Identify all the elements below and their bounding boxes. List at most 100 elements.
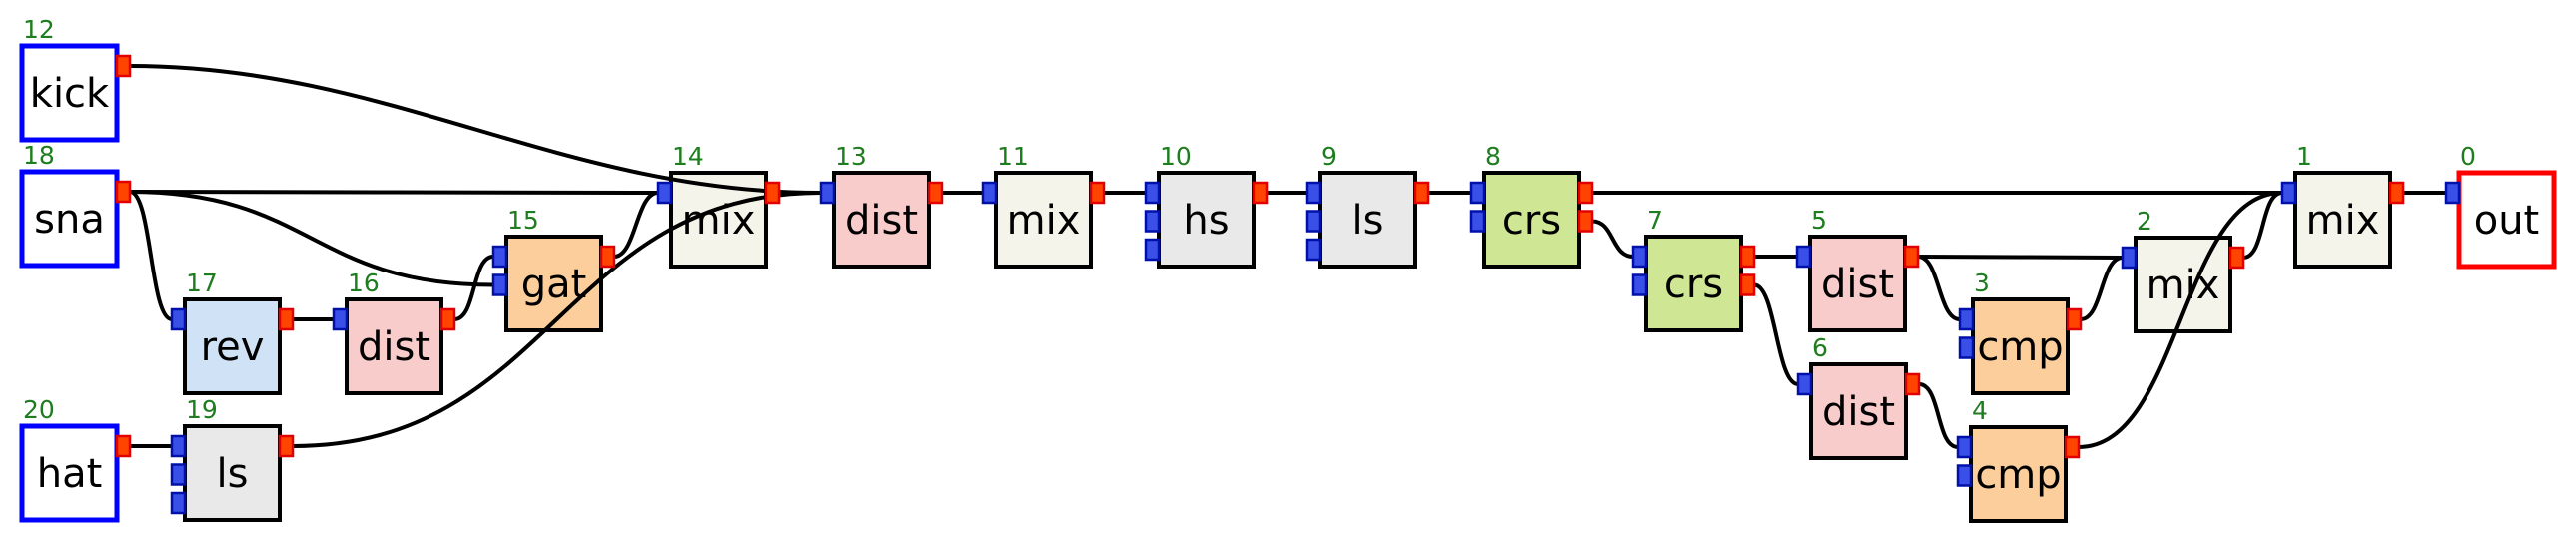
wire-5-to-2[interactable] <box>1917 255 2124 260</box>
input-port[interactable] <box>170 307 187 331</box>
input-port[interactable] <box>170 463 187 486</box>
node-label: ls <box>1352 198 1384 244</box>
output-port[interactable] <box>439 307 456 331</box>
output-port[interactable] <box>1739 245 1756 269</box>
node-label: sna <box>34 197 105 243</box>
input-port[interactable] <box>1305 181 1322 205</box>
input-port[interactable] <box>656 181 673 205</box>
input-port[interactable] <box>1796 372 1813 396</box>
wire-19-to-13[interactable] <box>292 191 822 448</box>
output-port[interactable] <box>927 181 944 205</box>
input-port[interactable] <box>1631 245 1648 269</box>
output-port[interactable] <box>1739 273 1756 296</box>
node-id-label: 2 <box>2137 207 2152 236</box>
output-port[interactable] <box>1577 181 1594 205</box>
input-port[interactable] <box>1305 238 1322 262</box>
node-label: mix <box>2147 263 2220 308</box>
output-port[interactable] <box>2064 435 2081 459</box>
output-port[interactable] <box>764 181 781 205</box>
input-port[interactable] <box>2121 246 2138 270</box>
input-port[interactable] <box>819 181 836 205</box>
node-label: mix <box>2306 198 2380 244</box>
input-port[interactable] <box>1469 210 1486 233</box>
node-ls-9[interactable]: 9ls <box>1318 142 1417 269</box>
node-label: mix <box>682 198 756 244</box>
node-id-label: 3 <box>1974 269 1990 297</box>
output-port[interactable] <box>1903 245 1920 269</box>
input-port[interactable] <box>491 273 508 296</box>
input-port[interactable] <box>170 434 187 458</box>
wire-18-to-15[interactable] <box>129 190 494 287</box>
output-port[interactable] <box>599 245 616 269</box>
output-port[interactable] <box>1577 210 1594 233</box>
output-port[interactable] <box>115 54 132 78</box>
input-port[interactable] <box>1305 210 1322 233</box>
wire-3-to-2[interactable] <box>2080 256 2124 321</box>
node-label: cmp <box>1975 452 2061 498</box>
output-port[interactable] <box>1413 181 1430 205</box>
wire-5-to-3[interactable] <box>1917 255 1961 321</box>
input-port[interactable] <box>2444 181 2461 205</box>
output-port[interactable] <box>1089 181 1106 205</box>
input-port[interactable] <box>1144 181 1161 205</box>
input-port[interactable] <box>170 491 187 515</box>
wire-8-to-7[interactable] <box>1591 219 1634 259</box>
output-port[interactable] <box>2066 307 2083 331</box>
input-port[interactable] <box>981 181 998 205</box>
input-port[interactable] <box>491 245 508 269</box>
node-id-label: 17 <box>186 269 218 297</box>
output-port[interactable] <box>1904 372 1921 396</box>
wire-16-to-15[interactable] <box>453 255 494 321</box>
input-port[interactable] <box>1958 307 1975 331</box>
wire-18-to-14[interactable] <box>129 190 659 195</box>
output-port[interactable] <box>1252 181 1269 205</box>
wire-18-to-17[interactable] <box>129 190 173 321</box>
output-port[interactable] <box>278 307 295 331</box>
output-port[interactable] <box>115 180 132 204</box>
input-port[interactable] <box>1958 336 1975 359</box>
wire-15-to-14[interactable] <box>613 191 659 259</box>
input-port[interactable] <box>2280 181 2297 205</box>
wire-7-to-6[interactable] <box>1753 282 1799 386</box>
input-port[interactable] <box>1144 238 1161 262</box>
output-port[interactable] <box>2388 181 2405 205</box>
input-port[interactable] <box>1469 181 1486 205</box>
wire-4-to-1[interactable] <box>2078 191 2283 449</box>
wire-6-to-4[interactable] <box>1918 382 1959 449</box>
input-port[interactable] <box>1795 245 1812 269</box>
ports-layer <box>115 54 2461 515</box>
output-port[interactable] <box>115 434 132 458</box>
node-id-label: 4 <box>1972 396 1988 425</box>
input-port[interactable] <box>1956 435 1973 459</box>
input-port[interactable] <box>1631 273 1648 296</box>
node-id-label: 20 <box>23 395 55 424</box>
input-port[interactable] <box>1144 210 1161 233</box>
output-port[interactable] <box>2228 246 2245 270</box>
node-cmp-4[interactable]: 4 cmp <box>1969 396 2068 523</box>
node-id-label: 15 <box>507 206 539 235</box>
wire-2-to-1[interactable] <box>2242 191 2283 260</box>
wire-12-to-13[interactable] <box>129 64 822 195</box>
input-port[interactable] <box>1956 464 1973 487</box>
output-port[interactable] <box>278 434 295 458</box>
input-port[interactable] <box>332 307 349 331</box>
